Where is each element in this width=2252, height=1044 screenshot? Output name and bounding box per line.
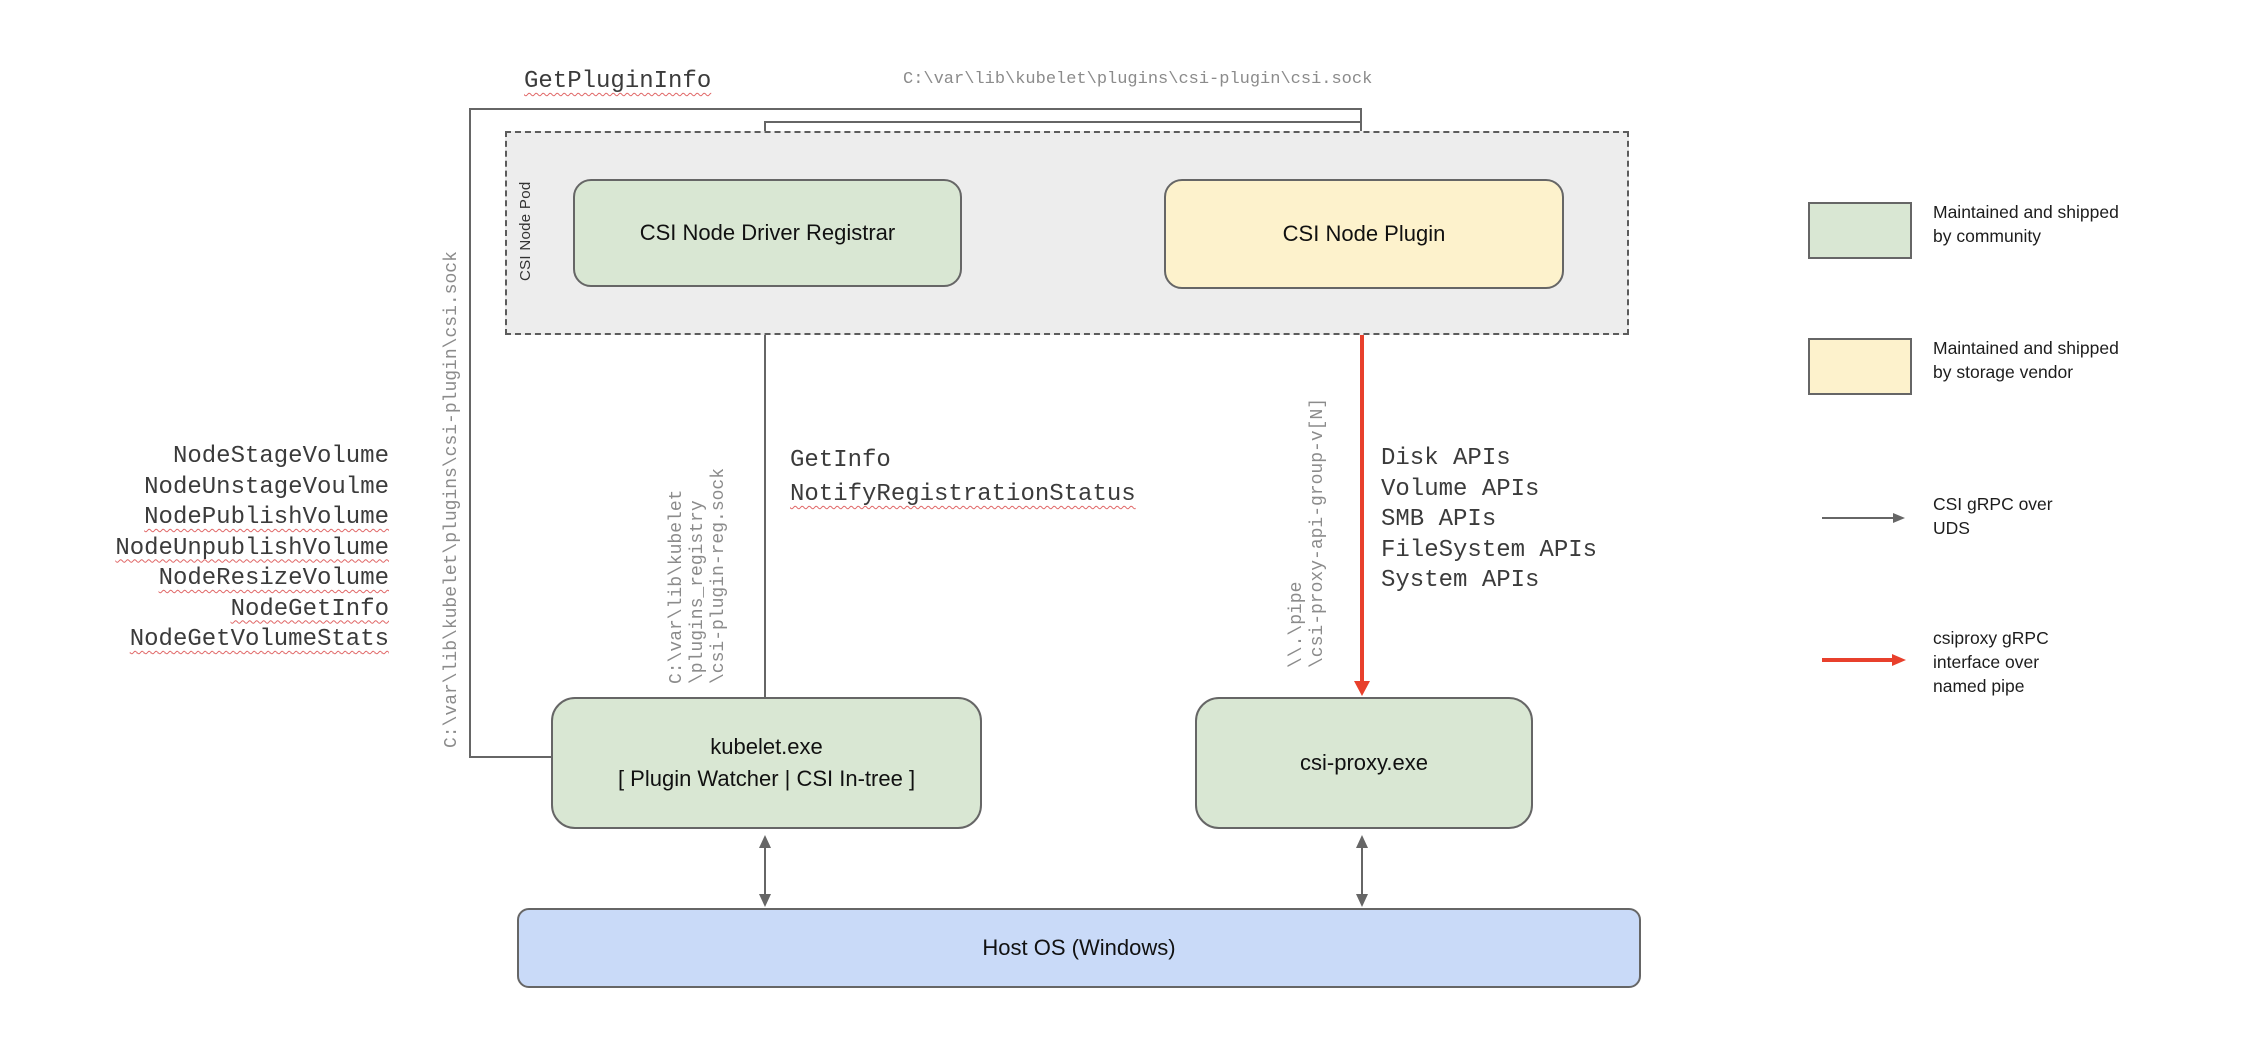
arrowhead-kubelet-hostos-down <box>759 894 771 907</box>
proxy-api: Disk APIs <box>1381 445 1511 472</box>
arrowhead-kubelet-hostos-up <box>759 835 771 848</box>
line-kubelet-left-horizontal <box>469 756 552 758</box>
proxy-api: System APIs <box>1381 567 1540 594</box>
kubelet-label-line2: [ Plugin Watcher | CSI In-tree ] <box>617 766 916 791</box>
legend-swatch-community <box>1808 202 1912 259</box>
proxy-api: FileSystem APIs <box>1381 536 1598 564</box>
node-method: NodeResizeVolume <box>158 565 389 592</box>
label-notify-registration-status: NotifyRegistrationStatus <box>790 481 1136 508</box>
legend-arrow-uds <box>1822 517 1894 519</box>
legend-arrowhead-uds <box>1893 513 1905 523</box>
box-csi-proxy: csi-proxy.exe <box>1195 697 1533 829</box>
arrowhead-into-csiproxy-red <box>1354 681 1370 696</box>
line-kubelet-to-plugin-top <box>469 108 1362 110</box>
label-get-plugin-info: GetPluginInfo <box>524 68 712 95</box>
csi-node-pod-label: CSI Node Pod <box>517 181 534 282</box>
legend-text-named-pipe: csiproxy gRPC interface over named pipe <box>1933 628 2049 696</box>
legend-swatch-vendor <box>1808 338 1912 395</box>
proxy-api: Volume APIs <box>1381 475 1540 503</box>
line-csiproxy-hostos <box>1361 846 1363 898</box>
csi-node-driver-registrar-label: CSI Node Driver Registrar <box>639 220 896 245</box>
proxy-api-list: Disk APIs Volume APIs SMB APIs FileSyste… <box>1381 444 1597 597</box>
socket-path-top: C:\var\lib\kubelet\plugins\csi-plugin\cs… <box>903 70 1373 89</box>
node-method: NodePublishVolume <box>144 504 389 531</box>
label-get-info: GetInfo <box>790 447 891 474</box>
box-host-os: Host OS (Windows) <box>517 908 1641 988</box>
kubelet-label-line1: kubelet.exe <box>710 734 823 759</box>
line-kubelet-hostos <box>764 846 766 898</box>
arrowhead-csiproxy-hostos-up <box>1356 835 1368 848</box>
legend-text-uds: CSI gRPC over UDS <box>1933 494 2053 538</box>
legend-text-community: Maintained and shipped by community <box>1933 202 2119 246</box>
csi-proxy-label: csi-proxy.exe <box>1300 750 1428 775</box>
legend-arrow-named-pipe <box>1822 658 1894 662</box>
node-method: NodeUnpublishVolume <box>115 534 389 562</box>
registry-socket-path-vertical: C:\var\lib\kubelet \plugins_registry \cs… <box>667 467 729 684</box>
registration-calls: GetInfo NotifyRegistrationStatus <box>790 444 1136 512</box>
proxy-api: SMB APIs <box>1381 506 1497 533</box>
box-kubelet: kubelet.exe [ Plugin Watcher | CSI In-tr… <box>551 697 982 829</box>
legend-text-vendor: Maintained and shipped by storage vendor <box>1933 338 2119 382</box>
box-csi-node-plugin: CSI Node Plugin <box>1164 179 1564 289</box>
line-kubelet-left-vertical <box>469 108 471 758</box>
named-pipe-path-vertical: \\.\pipe \csi-proxy-api-group-v[N] <box>1287 397 1328 668</box>
arrowhead-csiproxy-hostos-down <box>1356 894 1368 907</box>
csi-node-plugin-label: CSI Node Plugin <box>1282 221 1446 246</box>
node-method: NodeUnstageVoulme <box>144 473 389 501</box>
node-method: NodeGetInfo <box>230 595 389 623</box>
node-methods-list: NodeStageVolume NodeUnstageVoulme NodePu… <box>80 442 389 656</box>
node-method: NodeGetVolumeStats <box>129 626 389 653</box>
line-registrar-to-plugin-top <box>764 121 1362 123</box>
socket-path-left-vertical: C:\var\lib\kubelet\plugins\csi-plugin\cs… <box>442 251 462 748</box>
host-os-label: Host OS (Windows) <box>982 935 1176 960</box>
line-kubelet-to-registrar <box>764 296 766 698</box>
box-csi-node-driver-registrar: CSI Node Driver Registrar <box>573 179 962 287</box>
legend-arrowhead-named-pipe <box>1892 654 1906 666</box>
line-plugin-to-csiproxy-red <box>1360 286 1364 682</box>
node-method: NodeStageVolume <box>172 443 389 470</box>
